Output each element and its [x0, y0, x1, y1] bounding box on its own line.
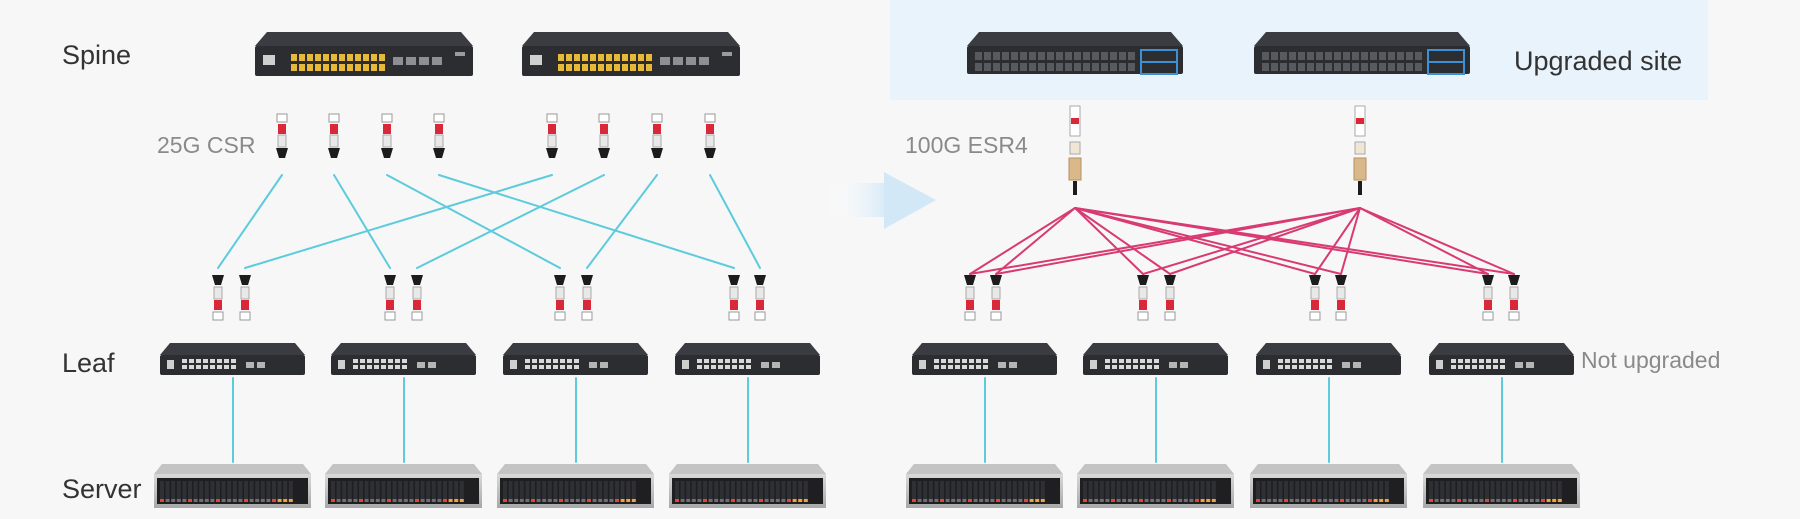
- spine-switch-25g-icon: [255, 32, 473, 76]
- sfp-transceiver-icon: [1335, 275, 1347, 321]
- fiber-link-25g: [333, 174, 391, 269]
- upgraded-site-label: Upgraded site: [1514, 46, 1682, 76]
- spine-tier-label: Spine: [62, 40, 131, 70]
- leaf-switch-icon: [912, 343, 1057, 375]
- arrow-right-icon: [830, 172, 936, 229]
- fiber-link-100g: [1340, 207, 1361, 275]
- rack-server-icon: [1077, 464, 1234, 508]
- fiber-link-25g: [244, 174, 553, 269]
- sfp-transceiver-icon: [381, 113, 393, 158]
- fiber-link-100g: [1169, 207, 1361, 275]
- fiber-link-25g: [438, 174, 735, 269]
- fiber-link-25g: [386, 174, 561, 269]
- spine-switch-25g-icon: [522, 32, 740, 76]
- leaf-switch-icon: [1256, 343, 1401, 375]
- fiber-link-100g: [1074, 207, 1515, 275]
- sfp-transceiver-icon: [554, 275, 566, 321]
- sfp-transceiver-icon: [1482, 275, 1494, 321]
- leaf-switch-icon: [1429, 343, 1574, 375]
- fiber-link-100g: [969, 207, 1076, 275]
- transceiver-25g-label: 25G CSR: [157, 132, 255, 158]
- mtp-breakout-icon: [1353, 105, 1367, 195]
- leaf-switch-icon: [331, 343, 476, 375]
- fiber-link-100g: [1359, 207, 1515, 275]
- sfp-transceiver-icon: [1309, 275, 1321, 321]
- mtp-breakout-icon: [1068, 105, 1082, 195]
- leaf-switch-icon: [1083, 343, 1228, 375]
- sfp-transceiver-icon: [384, 275, 396, 321]
- not-upgraded-label: Not upgraded: [1581, 347, 1720, 373]
- sfp-transceiver-icon: [239, 275, 251, 321]
- transceiver-100g-label: 100G ESR4: [905, 132, 1028, 158]
- sfp-transceiver-icon: [704, 113, 716, 158]
- fiber-link-100g: [1359, 207, 1489, 275]
- fiber-link-25g: [586, 174, 658, 269]
- fiber-link-100g: [1074, 207, 1342, 275]
- fiber-link-25g: [416, 174, 605, 269]
- fiber-link-100g: [1074, 207, 1144, 275]
- fiber-link-25g: [217, 174, 283, 269]
- sfp-transceiver-icon: [546, 113, 558, 158]
- spine-switch-100g-icon: [1254, 32, 1470, 75]
- fiber-link-100g: [995, 207, 1361, 275]
- leaf-switch-icon: [503, 343, 648, 375]
- sfp-transceiver-icon: [411, 275, 423, 321]
- sfp-transceiver-icon: [1508, 275, 1520, 321]
- sfp-transceiver-icon: [328, 113, 340, 158]
- sfp-transceiver-icon: [581, 275, 593, 321]
- fiber-link-100g: [1074, 207, 1316, 275]
- fiber-link-25g: [709, 174, 761, 269]
- sfp-transceiver-icon: [598, 113, 610, 158]
- sfp-transceiver-icon: [754, 275, 766, 321]
- sfp-transceiver-icon: [1137, 275, 1149, 321]
- rack-server-icon: [1423, 464, 1580, 508]
- fiber-link-100g: [1074, 207, 1171, 275]
- rack-server-icon: [325, 464, 482, 508]
- fiber-link-100g: [1142, 207, 1361, 275]
- spine-switch-100g-icon: [967, 32, 1183, 75]
- rack-server-icon: [497, 464, 654, 508]
- fiber-link-100g: [1314, 207, 1361, 275]
- sfp-transceiver-icon: [964, 275, 976, 321]
- sfp-transceiver-icon: [990, 275, 1002, 321]
- sfp-transceiver-icon: [1164, 275, 1176, 321]
- rack-server-icon: [669, 464, 826, 508]
- rack-server-icon: [1250, 464, 1407, 508]
- fiber-link-100g: [995, 207, 1076, 275]
- rack-server-icon: [154, 464, 311, 508]
- sfp-transceiver-icon: [651, 113, 663, 158]
- leaf-switch-icon: [675, 343, 820, 375]
- sfp-transceiver-icon: [728, 275, 740, 321]
- leaf-switch-icon: [160, 343, 305, 375]
- rack-server-icon: [906, 464, 1063, 508]
- sfp-transceiver-icon: [212, 275, 224, 321]
- sfp-transceiver-icon: [276, 113, 288, 158]
- leaf-tier-label: Leaf: [62, 348, 115, 378]
- server-tier-label: Server: [62, 474, 142, 504]
- sfp-transceiver-icon: [433, 113, 445, 158]
